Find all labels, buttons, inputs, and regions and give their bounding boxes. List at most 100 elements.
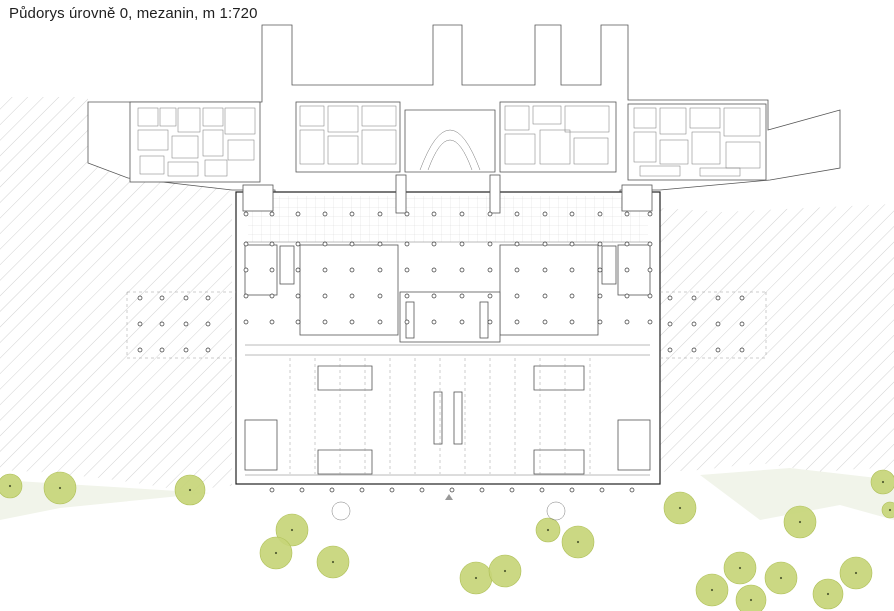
- tree: [870, 469, 894, 495]
- structural-column: [569, 241, 575, 247]
- structural-column: [487, 211, 493, 217]
- structural-column: [667, 295, 673, 301]
- plan-title: Půdorys úrovně 0, mezanin, m 1:720: [9, 5, 258, 22]
- structural-column: [667, 321, 673, 327]
- structural-column: [269, 293, 275, 299]
- tree: [174, 474, 206, 506]
- structural-column: [243, 241, 249, 247]
- structural-column: [159, 347, 165, 353]
- structural-column: [431, 319, 437, 325]
- structural-column: [205, 321, 211, 327]
- structural-column: [183, 321, 189, 327]
- structural-column: [487, 319, 493, 325]
- structural-column: [459, 241, 465, 247]
- structural-column: [691, 347, 697, 353]
- structural-column: [624, 211, 630, 217]
- tree: [259, 536, 293, 570]
- structural-column: [514, 293, 520, 299]
- structural-column: [647, 319, 653, 325]
- structural-column: [329, 487, 335, 493]
- structural-column: [715, 321, 721, 327]
- structural-column: [377, 241, 383, 247]
- structural-column: [322, 319, 328, 325]
- structural-column: [205, 295, 211, 301]
- structural-column: [349, 211, 355, 217]
- tree: [316, 545, 350, 579]
- structural-column: [377, 267, 383, 273]
- structural-column: [739, 295, 745, 301]
- structural-column: [624, 241, 630, 247]
- structural-column: [377, 293, 383, 299]
- structural-column: [295, 211, 301, 217]
- tree: [723, 551, 757, 585]
- structural-column: [269, 241, 275, 247]
- structural-column: [349, 241, 355, 247]
- structural-column: [404, 319, 410, 325]
- tree: [735, 584, 767, 611]
- structural-column: [377, 211, 383, 217]
- tree: [812, 578, 844, 610]
- structural-column: [715, 295, 721, 301]
- structural-column: [542, 211, 548, 217]
- structural-column: [243, 267, 249, 273]
- structural-column: [404, 293, 410, 299]
- structural-column: [542, 319, 548, 325]
- structural-column: [269, 267, 275, 273]
- structural-column: [739, 347, 745, 353]
- structural-column: [404, 211, 410, 217]
- structural-column: [542, 267, 548, 273]
- tree: [488, 554, 522, 588]
- tree: [0, 473, 23, 499]
- structural-column: [514, 267, 520, 273]
- structural-column: [599, 487, 605, 493]
- north-arrow-marker: [445, 494, 453, 500]
- tree: [43, 471, 77, 505]
- structural-column: [377, 319, 383, 325]
- structural-column: [597, 211, 603, 217]
- structural-column: [349, 319, 355, 325]
- tree: [881, 501, 894, 519]
- structural-column: [243, 211, 249, 217]
- structural-column: [624, 319, 630, 325]
- column-grid-extension: [126, 291, 767, 474]
- tree: [839, 556, 873, 590]
- structural-column: [349, 293, 355, 299]
- site-marker: [546, 501, 566, 521]
- structural-column: [322, 293, 328, 299]
- structural-column: [514, 241, 520, 247]
- tree: [695, 573, 729, 607]
- structural-column: [715, 347, 721, 353]
- structural-column: [542, 241, 548, 247]
- structural-column: [647, 211, 653, 217]
- structural-column: [691, 295, 697, 301]
- structural-column: [569, 211, 575, 217]
- structural-column: [322, 267, 328, 273]
- structural-column: [389, 487, 395, 493]
- structural-column: [419, 487, 425, 493]
- tree: [783, 505, 817, 539]
- landscape-trees: [0, 469, 894, 611]
- structural-column: [431, 241, 437, 247]
- structural-column: [359, 487, 365, 493]
- structural-column: [159, 321, 165, 327]
- structural-column: [509, 487, 515, 493]
- structural-column: [295, 267, 301, 273]
- structural-column: [514, 211, 520, 217]
- structural-column: [459, 319, 465, 325]
- structural-column: [243, 293, 249, 299]
- structural-column: [205, 347, 211, 353]
- tree: [275, 513, 309, 547]
- structural-column: [514, 319, 520, 325]
- structural-column: [349, 267, 355, 273]
- structural-column: [667, 347, 673, 353]
- structural-column: [569, 267, 575, 273]
- structural-column: [597, 267, 603, 273]
- structural-column: [183, 295, 189, 301]
- structural-column: [459, 267, 465, 273]
- structural-column: [597, 241, 603, 247]
- structural-column: [243, 319, 249, 325]
- structural-column: [295, 293, 301, 299]
- structural-column: [269, 211, 275, 217]
- tree: [764, 561, 798, 595]
